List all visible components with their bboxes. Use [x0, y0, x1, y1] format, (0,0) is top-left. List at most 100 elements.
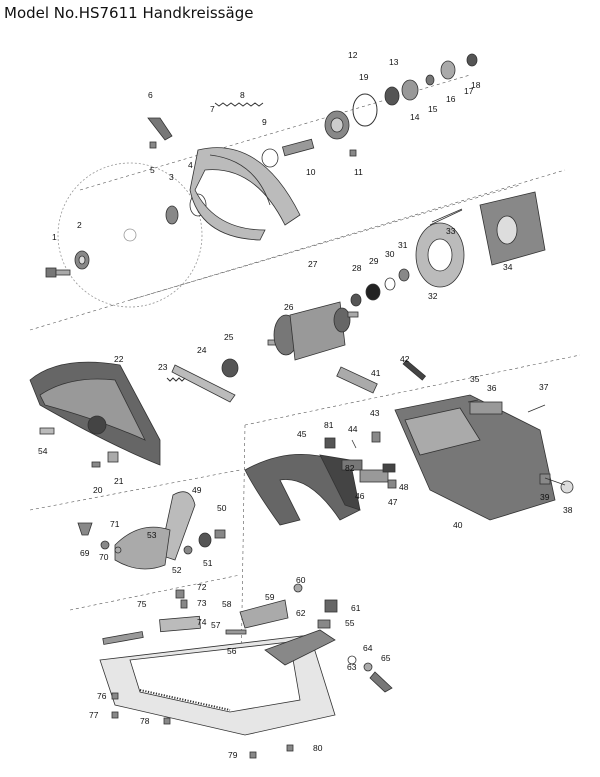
- part-number-label: 45: [297, 429, 307, 439]
- part-number-label: 5: [150, 165, 155, 175]
- field-stator: [429, 191, 546, 266]
- small-screws-top: [149, 141, 357, 157]
- part-number-label: 77: [89, 710, 99, 720]
- part-number-label: 63: [347, 662, 357, 672]
- motor-housing: [394, 394, 574, 521]
- part-number-label: 65: [381, 653, 391, 663]
- part-number-label: 72: [197, 582, 207, 592]
- bearings-motor: [221, 268, 410, 378]
- part-number-label: 32: [428, 291, 438, 301]
- part-number-label: 52: [172, 565, 182, 575]
- part-number-label: 82: [345, 463, 355, 473]
- part-number-label: 49: [192, 485, 202, 495]
- depth-guide: [77, 491, 226, 570]
- part-number-label: 55: [345, 618, 355, 628]
- part-number-label: 12: [348, 50, 358, 60]
- part-number-label: 51: [203, 558, 213, 568]
- part-number-label: 3: [169, 172, 174, 182]
- part-number-label: 11: [354, 167, 363, 177]
- part-number-label: 35: [470, 374, 480, 384]
- part-number-label: 40: [453, 520, 463, 530]
- part-number-label: 41: [371, 368, 381, 378]
- part-number-label: 74: [197, 617, 207, 627]
- part-number-label: 54: [38, 446, 48, 456]
- part-number-label: 36: [487, 383, 497, 393]
- part-number-label: 39: [540, 492, 550, 502]
- part-number-label: 24: [197, 345, 207, 355]
- part-number-label: 69: [80, 548, 90, 558]
- shaft-lock: [166, 364, 236, 403]
- spindle: [281, 138, 315, 157]
- part-number-label: 1: [52, 232, 57, 242]
- part-number-label: 59: [265, 592, 275, 602]
- saw-blade: [57, 162, 203, 308]
- part-number-label: 23: [158, 362, 168, 372]
- armature: [267, 301, 359, 361]
- part-number-label: 17: [464, 86, 474, 96]
- retaining-ring: [261, 148, 279, 168]
- part-number-label: 25: [224, 332, 234, 342]
- screws: [351, 208, 566, 486]
- part-number-label: 9: [262, 117, 267, 127]
- part-number-label: 29: [369, 256, 379, 266]
- part-number-label: 48: [399, 482, 409, 492]
- part-number-label: 16: [446, 94, 456, 104]
- part-number-label: 71: [110, 519, 120, 529]
- part-number-label: 44: [348, 424, 358, 434]
- lever: [147, 117, 173, 141]
- part-number-label: 19: [359, 72, 369, 82]
- part-number-label: 18: [471, 80, 481, 90]
- part-number-label: 43: [370, 408, 380, 418]
- part-number-label: 6: [148, 90, 153, 100]
- part-number-label: 8: [240, 90, 245, 100]
- part-number-label: 15: [428, 104, 438, 114]
- base-plate: [99, 583, 393, 759]
- part-number-label: 37: [539, 382, 549, 392]
- part-number-label: 46: [355, 491, 365, 501]
- part-number-label: 10: [306, 167, 316, 177]
- part-number-label: 61: [351, 603, 361, 613]
- part-number-label: 76: [97, 691, 107, 701]
- part-number-label: 27: [308, 259, 318, 269]
- part-number-label: 80: [313, 743, 323, 753]
- part-number-label: 75: [137, 599, 147, 609]
- part-number-label: 26: [284, 302, 294, 312]
- part-number-label: 14: [410, 112, 420, 122]
- part-number-label: 50: [217, 503, 227, 513]
- part-number-label: 78: [140, 716, 150, 726]
- part-number-label: 53: [147, 530, 157, 540]
- gear-assembly: [324, 53, 478, 140]
- safety-guard: [189, 147, 301, 241]
- part-number-label: 62: [296, 608, 306, 618]
- inner-flange: [165, 193, 207, 225]
- part-number-label: 7: [210, 104, 215, 114]
- spring: [214, 102, 264, 107]
- part-number-label: 47: [388, 497, 398, 507]
- part-number-label: 79: [228, 750, 238, 760]
- outer-flange: [74, 250, 90, 270]
- part-number-label: 57: [211, 620, 221, 630]
- part-number-label: 70: [99, 552, 109, 562]
- fan-baffle: [415, 222, 465, 288]
- part-number-label: 33: [446, 226, 456, 236]
- blade-case: [29, 361, 161, 468]
- part-number-label: 30: [385, 249, 395, 259]
- part-number-label: 38: [563, 505, 573, 515]
- part-number-label: 22: [114, 354, 124, 364]
- part-number-label: 56: [227, 646, 237, 656]
- part-number-label: 31: [398, 240, 408, 250]
- part-number-label: 13: [389, 57, 399, 67]
- part-number-label: 58: [222, 599, 232, 609]
- hex-bolt: [45, 267, 71, 278]
- part-number-label: 73: [197, 598, 207, 608]
- part-number-label: 4: [188, 160, 193, 170]
- part-number-label: 20: [93, 485, 103, 495]
- part-number-label: 34: [503, 262, 513, 272]
- page-title: Model No.HS7611 Handkreissäge: [4, 4, 254, 22]
- part-number-label: 28: [352, 263, 362, 273]
- part-number-label: 42: [400, 354, 410, 364]
- part-number-label: 21: [114, 476, 124, 486]
- switch-parts: [324, 359, 427, 489]
